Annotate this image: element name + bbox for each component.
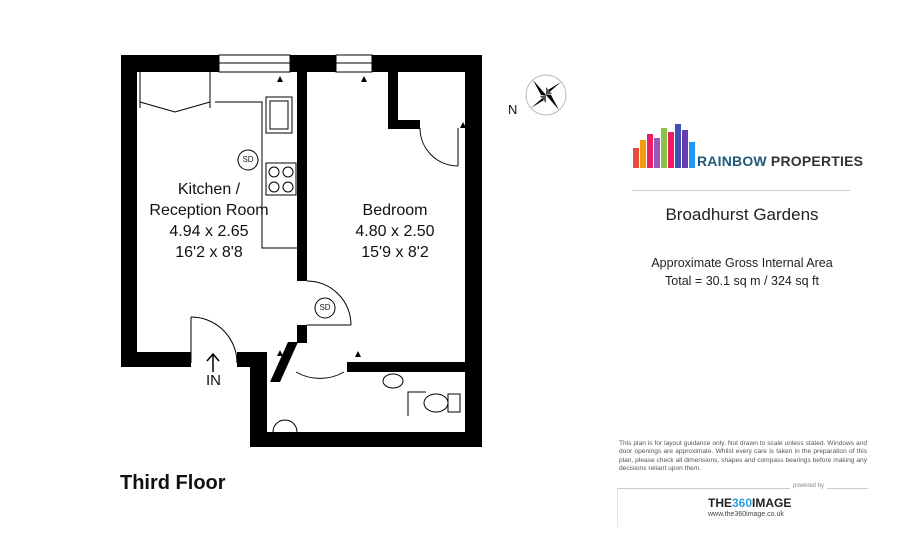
brand-bar bbox=[640, 140, 646, 168]
bedroom-name: Bedroom bbox=[362, 202, 428, 219]
outer-walls bbox=[121, 55, 482, 447]
area-total: Total = 30.1 sq m / 324 sq ft bbox=[665, 274, 819, 288]
divider bbox=[632, 190, 850, 191]
logo-part-image: IMAGE bbox=[752, 496, 792, 510]
window-markers bbox=[277, 76, 466, 357]
kitchen-fittings bbox=[139, 72, 461, 433]
kitchen-name-line1: Kitchen / bbox=[177, 181, 241, 198]
kitchen-metric: 4.94 x 2.65 bbox=[169, 223, 249, 240]
the360image-website: www.the360image.co.uk bbox=[708, 511, 784, 518]
brand-bar bbox=[654, 138, 660, 168]
area-title: Approximate Gross Internal Area bbox=[651, 256, 833, 270]
brand-logo-bars bbox=[633, 124, 695, 168]
logo-part-the: THE bbox=[708, 496, 732, 510]
brand-name-prefix: RAINBOW bbox=[697, 153, 767, 169]
brand-bar bbox=[647, 134, 653, 168]
bedroom-imperial: 15'9 x 8'2 bbox=[361, 244, 429, 261]
brand-name-suffix: PROPERTIES bbox=[766, 153, 864, 169]
logo-part-360: 360 bbox=[732, 496, 753, 510]
the360image-logo: THE360IMAGE bbox=[708, 496, 791, 510]
brand-bar bbox=[689, 142, 695, 168]
smoke-detector-kitchen: SD bbox=[242, 155, 254, 164]
property-name: Broadhurst Gardens bbox=[665, 205, 819, 224]
entrance-arrow bbox=[206, 352, 220, 372]
windows bbox=[218, 54, 373, 73]
bedroom-label: Bedroom 4.80 x 2.50 15'9 x 8'2 bbox=[340, 200, 450, 263]
brand-bar bbox=[661, 128, 667, 168]
powered-by-box bbox=[617, 488, 868, 527]
brand-bar bbox=[668, 132, 674, 168]
floor-label: Third Floor bbox=[120, 472, 226, 494]
powered-by-label: powered by bbox=[790, 483, 828, 489]
smoke-detector-bedroom: SD bbox=[319, 303, 331, 312]
brand-bar bbox=[682, 130, 688, 168]
disclaimer: This plan is for layout guidance only. N… bbox=[619, 440, 867, 473]
bedroom-metric: 4.80 x 2.50 bbox=[355, 223, 435, 240]
brand-bar bbox=[675, 124, 681, 168]
brand-bar bbox=[633, 148, 639, 168]
brand-name: RAINBOW PROPERTIES bbox=[697, 153, 863, 169]
compass bbox=[525, 74, 567, 116]
kitchen-imperial: 16'2 x 8'8 bbox=[175, 244, 243, 261]
entrance-label: IN bbox=[206, 372, 221, 389]
compass-north-label: N bbox=[508, 102, 518, 117]
kitchen-name-line2: Reception Room bbox=[149, 202, 269, 219]
kitchen-label: Kitchen / Reception Room 4.94 x 2.65 16'… bbox=[143, 179, 275, 263]
